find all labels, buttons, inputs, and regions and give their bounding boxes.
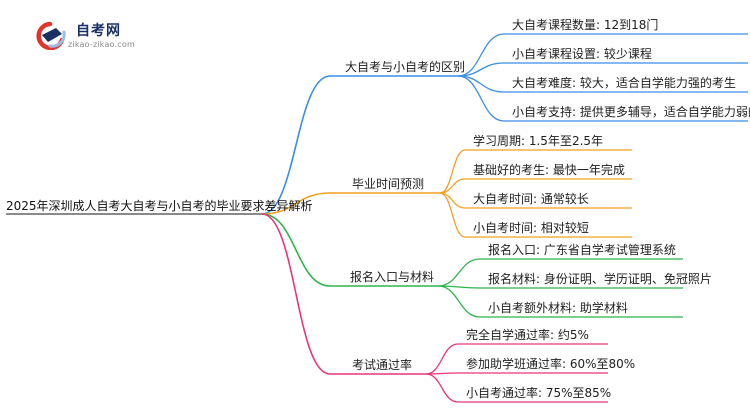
leaf-label-3-2: 报名材料: 身份证明、学历证明、免冠照片 (488, 272, 712, 286)
leaf-connector-3-3 (437, 285, 481, 318)
leaf-label-4-2: 参加助学班通过率: 60%至80% (466, 357, 636, 371)
leaf-label-4-3: 小自考通过率: 75%至85% (466, 386, 612, 400)
leaf-connector-4-3 (425, 373, 459, 403)
site-logo[interactable]: 自考网 zikao-zikao.com (32, 18, 142, 52)
leaf-label-1-1: 大自考课程数量: 12到18门 (512, 18, 659, 32)
leaf-connector-2-1 (439, 149, 466, 194)
root-topic: 2025年深圳成人自考大自考与小自考的毕业要求差异解析 (6, 199, 313, 213)
branch-label-4: 考试通过率 (352, 358, 413, 372)
leaf-label-2-4: 小自考时间: 相对较短 (473, 221, 589, 235)
branch-label-1: 大自考与小自考的区别 (345, 60, 466, 74)
branch-connector-3 (261, 213, 331, 287)
branch-connector-2 (261, 192, 331, 215)
leaf-connector-2-4 (439, 192, 466, 238)
logo-title: 自考网 (76, 23, 121, 39)
leaf-label-1-2: 小自考课程设置: 较少课程 (512, 47, 652, 61)
leaf-label-2-2: 基础好的考生: 最快一年完成 (473, 163, 625, 177)
logo-icon (36, 21, 66, 50)
leaf-connector-3-1 (437, 258, 481, 287)
branch-connector-4 (261, 213, 331, 375)
leaf-connector-1-4 (457, 75, 505, 122)
branch-label-2: 毕业时间预测 (352, 177, 425, 191)
leaf-label-3-3: 小自考额外材料: 助学材料 (488, 301, 628, 315)
leaf-label-2-1: 学习周期: 1.5年至2.5年 (473, 134, 604, 148)
leaf-label-3-1: 报名入口: 广东省自学考试管理系统 (488, 243, 676, 257)
branch-connector-1 (261, 75, 331, 215)
leaf-connector-1-3 (457, 75, 505, 93)
logo-subtitle: zikao-zikao.com (68, 40, 135, 49)
leaf-connector-4-1 (425, 343, 459, 375)
leaf-connector-1-1 (457, 33, 505, 77)
leaf-label-4-1: 完全自学通过率: 约5% (466, 328, 589, 342)
leaf-connector-1-2 (457, 62, 505, 77)
leaf-label-1-4: 小自考支持: 提供更多辅导，适合自学能力弱的考生 (512, 105, 750, 119)
leaf-connector-2-2 (439, 178, 466, 194)
leaf-label-1-3: 大自考难度: 较大，适合自学能力强的考生 (512, 76, 736, 90)
leaf-label-2-3: 大自考时间: 通常较长 (473, 192, 589, 206)
branch-label-3: 报名入口与材料 (350, 270, 435, 284)
